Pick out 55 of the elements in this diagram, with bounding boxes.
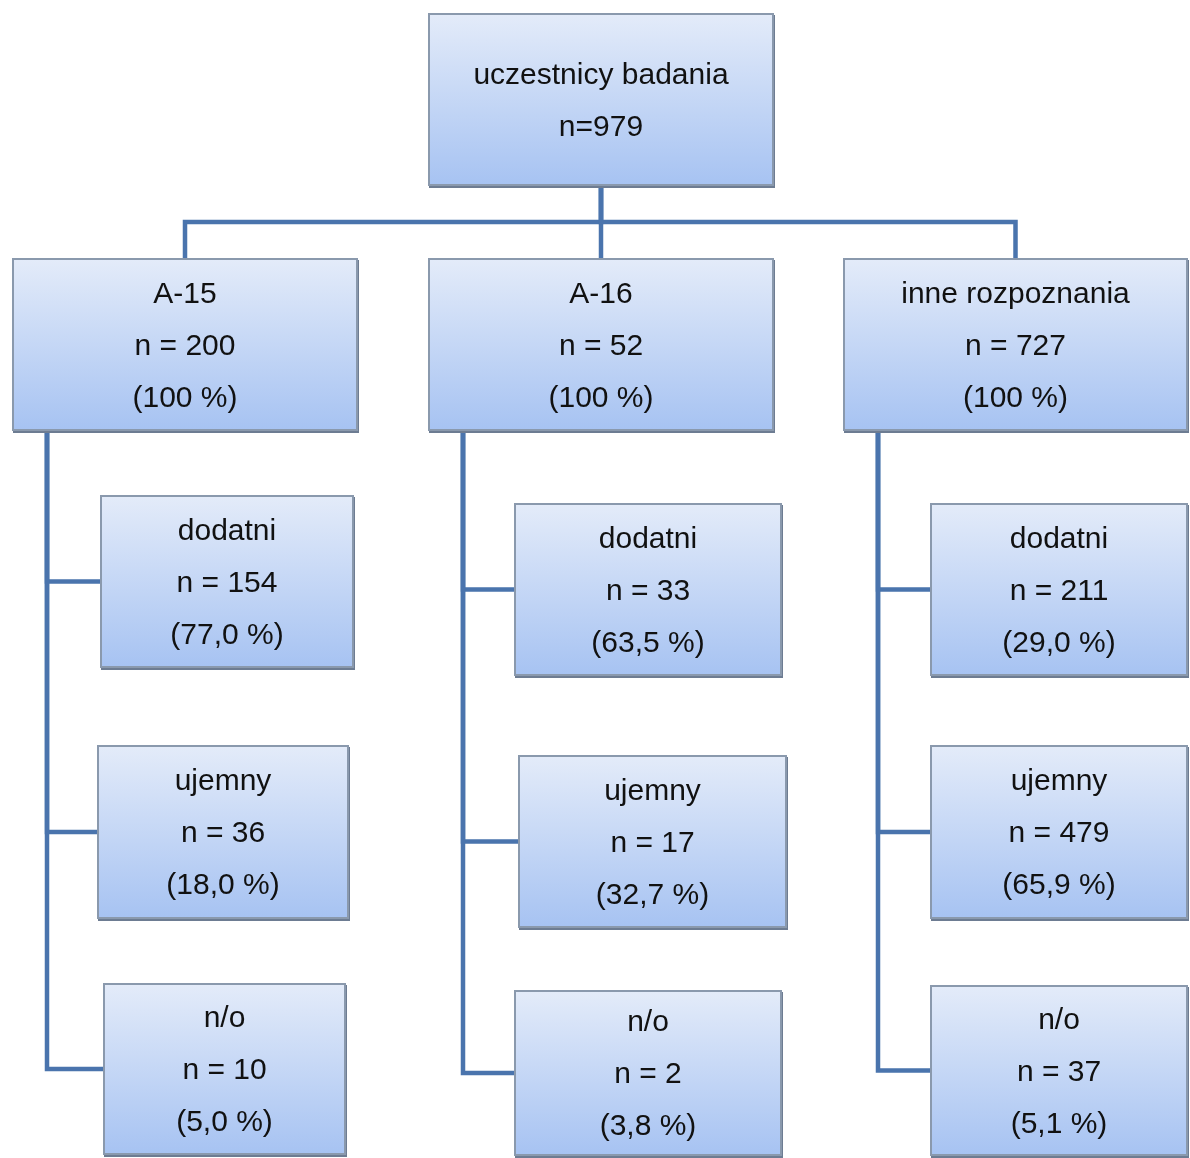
box-heading: ujemny bbox=[174, 763, 272, 797]
box-heading: uczestnicy badania bbox=[473, 56, 729, 91]
category-box bbox=[518, 755, 787, 928]
connector-line bbox=[598, 186, 1018, 258]
box-heading: A-15 bbox=[153, 275, 217, 310]
box-heading: ujemny bbox=[604, 772, 701, 807]
box-heading: n/o bbox=[203, 1000, 246, 1034]
connector-line bbox=[875, 431, 930, 1073]
box-text: n = 479 bbox=[1008, 815, 1110, 849]
box-text: (100 %) bbox=[962, 379, 1068, 414]
box-text: (63,5 %) bbox=[591, 624, 705, 659]
box-text: (77,0 %) bbox=[170, 616, 284, 651]
box-text: n = 10 bbox=[182, 1052, 267, 1086]
category-box bbox=[100, 495, 354, 668]
box-heading: A-16 bbox=[569, 275, 633, 310]
box-text: n = 52 bbox=[558, 327, 644, 362]
box-text: n=979 bbox=[558, 108, 644, 143]
category-box bbox=[514, 503, 782, 676]
connector-line bbox=[44, 431, 103, 1072]
box-text: (29,0 %) bbox=[1002, 624, 1116, 659]
category-box bbox=[930, 503, 1188, 676]
box-text: n = 200 bbox=[134, 327, 236, 362]
category-box bbox=[514, 990, 782, 1156]
category-box bbox=[103, 983, 346, 1155]
connector-line bbox=[460, 431, 514, 1076]
box-heading: dodatni bbox=[598, 520, 698, 555]
box-heading: n/o bbox=[1038, 1001, 1080, 1036]
box-heading: dodatni bbox=[177, 512, 277, 547]
box-heading: inne rozpoznania bbox=[901, 275, 1130, 310]
category-box bbox=[930, 745, 1188, 919]
category-box bbox=[12, 258, 358, 431]
box-text: (32,7 %) bbox=[595, 876, 710, 911]
box-text: n = 33 bbox=[605, 572, 691, 607]
category-box bbox=[428, 13, 774, 186]
box-text: (5,1 %) bbox=[1010, 1105, 1108, 1140]
box-heading: dodatni bbox=[1009, 520, 1109, 555]
box-text: (100 %) bbox=[132, 379, 238, 414]
category-box bbox=[930, 985, 1188, 1156]
box-text: n = 727 bbox=[965, 327, 1066, 362]
box-text: n = 154 bbox=[176, 564, 278, 599]
category-box bbox=[843, 258, 1188, 431]
box-text: (100 %) bbox=[548, 379, 654, 414]
box-text: (5,0 %) bbox=[176, 1104, 273, 1138]
box-heading: n/o bbox=[627, 1004, 669, 1038]
category-box bbox=[428, 258, 774, 431]
box-text: n = 37 bbox=[1016, 1053, 1102, 1088]
box-text: n = 2 bbox=[614, 1056, 682, 1090]
box-heading: ujemny bbox=[1010, 763, 1108, 797]
box-text: n = 211 bbox=[1009, 572, 1109, 607]
box-text: n = 17 bbox=[610, 824, 695, 859]
box-text: (65,9 %) bbox=[1002, 867, 1116, 901]
box-text: (18,0 %) bbox=[166, 867, 280, 901]
box-text: n = 36 bbox=[180, 815, 266, 849]
category-box bbox=[97, 745, 349, 919]
box-text: (3,8 %) bbox=[599, 1108, 697, 1142]
